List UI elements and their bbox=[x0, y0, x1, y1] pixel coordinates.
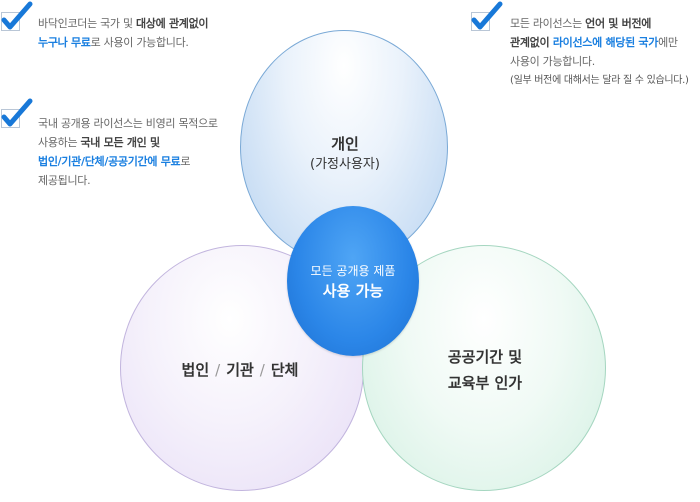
personal-subtitle: (가정사용자) bbox=[310, 157, 380, 172]
check-icon bbox=[471, 1, 503, 31]
note-line: 법인/기관/단체/공공기간에 무료로 bbox=[38, 155, 191, 168]
note-all-licenses: 모든 라이선스는 언어 및 버전에 관계없이 라이선스에 해당된 국가에만 사용… bbox=[510, 14, 689, 90]
note-line: 바닥인코더는 국가 및 대상에 관계없이 bbox=[38, 17, 209, 30]
note-free-for-all: 바닥인코더는 국가 및 대상에 관계없이 누구나 무료로 사용이 가능합니다. bbox=[38, 14, 209, 52]
note-line: 모든 라이선스는 언어 및 버전에 bbox=[510, 17, 652, 30]
note-line: (일부 버전에 대해서는 달라 질 수 있습니다.) bbox=[510, 75, 689, 86]
note-line: 국내 공개용 라이선스는 비영리 목적으로 bbox=[38, 117, 218, 130]
center-label: 모든 공개용 제품 사용 가능 bbox=[310, 264, 396, 300]
note-line: 관계없이 라이선스에 해당된 국가에만 bbox=[510, 36, 678, 49]
note-line: 누구나 무료로 사용이 가능합니다. bbox=[38, 36, 189, 49]
check-icon bbox=[1, 98, 33, 128]
personal-label: 개인 (가정사용자) bbox=[300, 133, 390, 175]
note-line: 제공됩니다. bbox=[38, 174, 91, 187]
note-line: 사용하는 국내 모든 개인 및 bbox=[38, 136, 160, 149]
note-public-license: 국내 공개용 라이선스는 비영리 목적으로 사용하는 국내 모든 개인 및 법인… bbox=[38, 114, 218, 190]
check-icon bbox=[1, 1, 33, 31]
corporate-label: 법인/기관/단체 bbox=[181, 361, 299, 379]
public-label: 공공기간 및 교육부 인가 bbox=[447, 348, 523, 392]
note-line: 사용이 가능합니다. bbox=[510, 55, 595, 68]
personal-title: 개인 bbox=[331, 135, 359, 153]
circle-center bbox=[287, 206, 419, 356]
